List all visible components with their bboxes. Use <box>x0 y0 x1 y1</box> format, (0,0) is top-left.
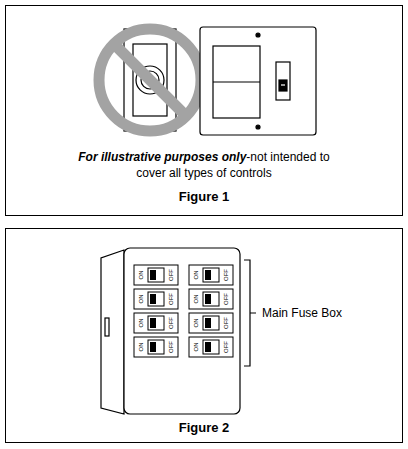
switch-state: OFF <box>168 269 174 281</box>
part-name: Main Fuse Box <box>262 306 342 320</box>
switch-state: OFF <box>168 341 174 353</box>
bracket <box>244 260 256 366</box>
figure-panel: For illustrative purposes only-not inten… <box>5 5 403 216</box>
switch-state: OFF <box>223 341 229 353</box>
fuse-box <box>101 248 240 414</box>
breaker-slot <box>203 268 219 282</box>
wall-switch <box>200 27 316 135</box>
slide-control <box>276 62 290 100</box>
plate-screw <box>256 125 260 129</box>
slide-knob-mark <box>281 84 285 85</box>
breaker-toggle <box>205 318 211 328</box>
breaker-slot <box>148 268 164 282</box>
breaker <box>134 289 178 309</box>
breaker-slot <box>148 292 164 306</box>
breaker-toggle <box>150 294 156 304</box>
fuse-box-door <box>101 250 124 414</box>
slide-knob <box>279 80 287 91</box>
switch-state: ON <box>138 295 144 304</box>
figure-panel: Figure 2 <box>5 228 403 443</box>
breaker-body <box>134 289 178 309</box>
switch-state: ON <box>193 319 199 328</box>
breaker-slot <box>203 316 219 330</box>
switch-state: OFF <box>168 293 174 305</box>
breaker-toggle <box>205 270 211 280</box>
switch-state: OFF <box>223 269 229 281</box>
breaker <box>134 337 178 357</box>
switch-state: ON <box>193 343 199 352</box>
prohibition-slash <box>114 44 186 116</box>
breaker-toggle <box>150 270 156 280</box>
breaker-slot <box>203 340 219 354</box>
breakers <box>134 265 233 357</box>
switch-state: OFF <box>223 293 229 305</box>
switch-state: ON <box>138 271 144 280</box>
breaker-body <box>134 313 178 333</box>
breaker <box>134 265 178 285</box>
breaker-toggle <box>150 342 156 352</box>
switch-state: OFF <box>168 317 174 329</box>
breaker-body <box>189 313 233 333</box>
switch-state: ON <box>193 295 199 304</box>
breaker <box>134 313 178 333</box>
switch-state: ON <box>193 271 199 280</box>
switch-state: ON <box>138 343 144 352</box>
prohibition-sign <box>99 29 201 131</box>
breaker-body <box>134 337 178 357</box>
breaker <box>189 289 233 309</box>
breaker-toggle <box>150 318 156 328</box>
breaker <box>189 265 233 285</box>
breaker-toggle <box>205 294 211 304</box>
door-handle <box>105 318 109 336</box>
breaker-body <box>189 265 233 285</box>
breaker <box>189 313 233 333</box>
wall-plate <box>200 27 316 135</box>
rocker-switch <box>213 46 260 118</box>
figure-title: Figure 1 <box>6 189 402 204</box>
figure-title: Figure 2 <box>6 420 402 435</box>
breaker <box>189 337 233 357</box>
switch-state: ON <box>138 319 144 328</box>
breaker-slot <box>203 292 219 306</box>
prohibition-circle <box>99 29 201 131</box>
breaker-body <box>189 337 233 357</box>
fuse-box-body <box>124 248 240 414</box>
caption-note: For illustrative purposes only-not inten… <box>73 149 335 181</box>
breaker-body <box>134 265 178 285</box>
switch-state: OFF <box>223 317 229 329</box>
caption-text: For illustrative purposes only <box>78 150 246 164</box>
breaker-body <box>189 289 233 309</box>
breaker-slot <box>148 316 164 330</box>
plate-screw <box>256 33 260 37</box>
breaker-slot <box>148 340 164 354</box>
rocker-split <box>213 81 260 82</box>
breaker-toggle <box>205 342 211 352</box>
